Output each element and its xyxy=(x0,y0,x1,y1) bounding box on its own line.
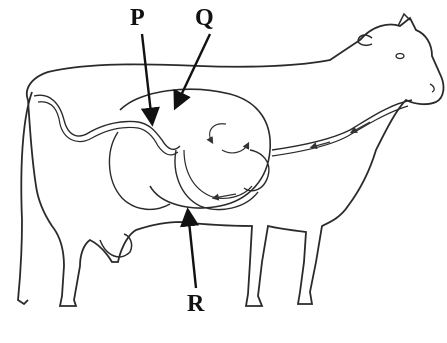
oesophagus-inner xyxy=(272,106,408,156)
udder-outline xyxy=(100,234,132,257)
pointer-arrow-p xyxy=(142,34,152,122)
pointer-arrow-q xyxy=(176,34,210,106)
eye xyxy=(396,54,404,59)
inner-loop xyxy=(184,150,252,198)
flow-arrow-1 xyxy=(210,124,226,142)
cow-body-outline xyxy=(27,18,444,306)
label-q: Q xyxy=(195,6,214,30)
label-p: P xyxy=(130,6,145,30)
flow-arrow-2 xyxy=(222,144,248,153)
abomasum-loop xyxy=(175,150,258,210)
intestine-outline xyxy=(34,95,180,149)
intestine-inner xyxy=(38,102,178,155)
oesophagus xyxy=(272,100,412,150)
label-r: R xyxy=(187,292,204,316)
nostril xyxy=(430,84,434,92)
